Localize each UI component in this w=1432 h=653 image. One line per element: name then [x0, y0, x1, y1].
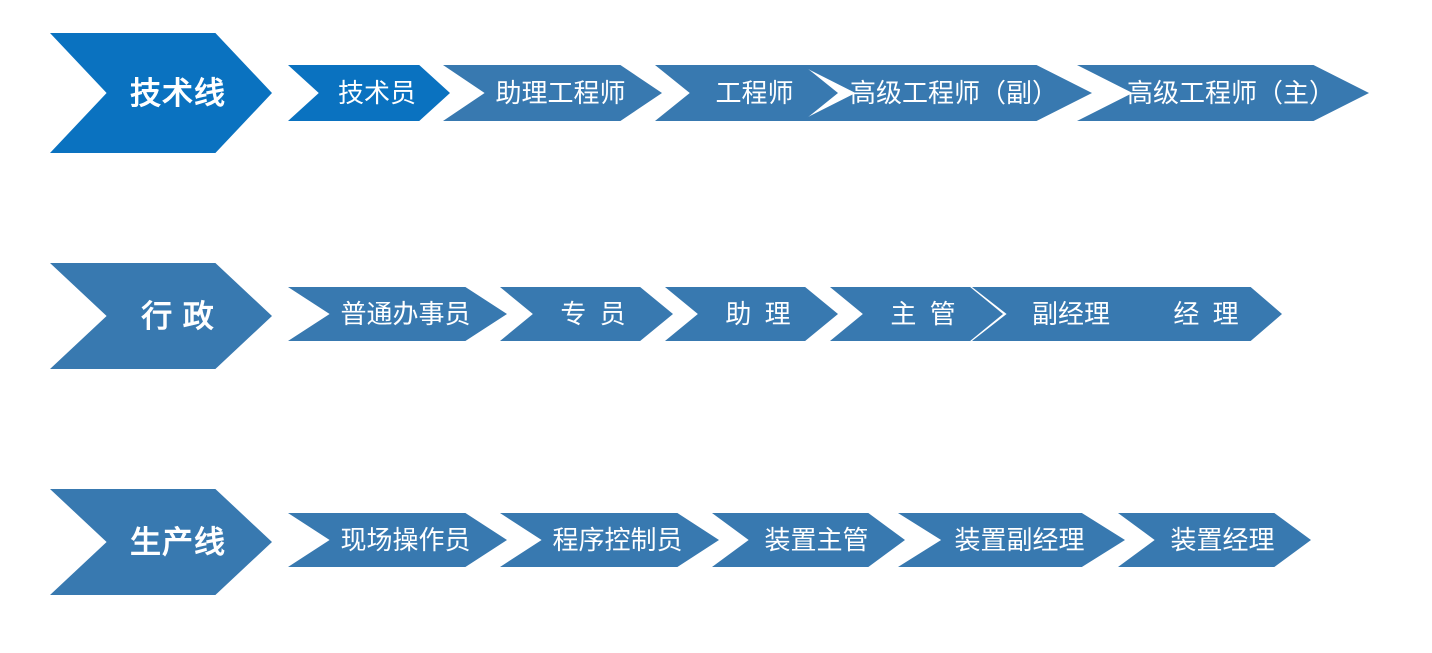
step-label: 副经理: [1031, 299, 1110, 329]
step-label: 装置副经理: [954, 525, 1085, 555]
track-chevron-technical[interactable]: 技术线: [50, 33, 272, 153]
step-chevron-unit-supervisor[interactable]: 装置主管: [712, 513, 905, 567]
track-label: 生产线: [130, 524, 226, 560]
step-chevron-assistant-engineer[interactable]: 助理工程师: [443, 65, 662, 121]
step-label: 助 理: [725, 299, 794, 329]
step-label: 工程师: [715, 78, 794, 108]
step-label: 经 理: [1173, 299, 1242, 329]
step-chevron-senior-engineer-deputy[interactable]: 高级工程师（副）: [800, 65, 1092, 121]
step-chevron-field-operator[interactable]: 现场操作员: [288, 513, 507, 567]
track-label: 技术线: [130, 75, 226, 111]
step-label: 助理工程师: [495, 78, 626, 108]
step-label: 高级工程师（副）: [849, 78, 1058, 108]
step-chevron-supervisor[interactable]: 主 管: [830, 287, 1003, 341]
track-label: 行 政: [141, 298, 215, 334]
step-label: 高级工程师（主）: [1126, 78, 1335, 108]
step-chevron-senior-engineer-chief[interactable]: 高级工程师（主）: [1077, 65, 1369, 121]
step-label: 专 员: [560, 299, 629, 329]
step-chevron-assistant[interactable]: 助 理: [665, 287, 838, 341]
step-chevron-manager[interactable]: 经 理: [1117, 287, 1282, 341]
step-label: 装置经理: [1170, 525, 1275, 555]
track-chevron-administration[interactable]: 行 政: [50, 263, 272, 369]
step-chevron-unit-manager[interactable]: 装置经理: [1118, 513, 1311, 567]
step-chevron-engineer[interactable]: 工程师: [655, 65, 838, 121]
step-label: 装置主管: [764, 525, 869, 555]
step-label: 主 管: [890, 299, 959, 329]
step-label: 现场操作员: [340, 525, 471, 555]
step-chevron-unit-deputy-manager[interactable]: 装置副经理: [898, 513, 1125, 567]
step-label: 技术员: [337, 78, 416, 108]
track-chevron-production[interactable]: 生产线: [50, 489, 272, 595]
step-chevron-technician[interactable]: 技术员: [288, 65, 450, 121]
step-label: 程序控制员: [552, 525, 683, 555]
step-chevron-process-controller[interactable]: 程序控制员: [500, 513, 719, 567]
step-chevron-deputy-manager[interactable]: 副经理: [972, 287, 1154, 341]
step-chevron-general-clerk[interactable]: 普通办事员: [288, 287, 507, 341]
step-chevron-specialist[interactable]: 专 员: [500, 287, 673, 341]
step-label: 普通办事员: [340, 299, 471, 329]
